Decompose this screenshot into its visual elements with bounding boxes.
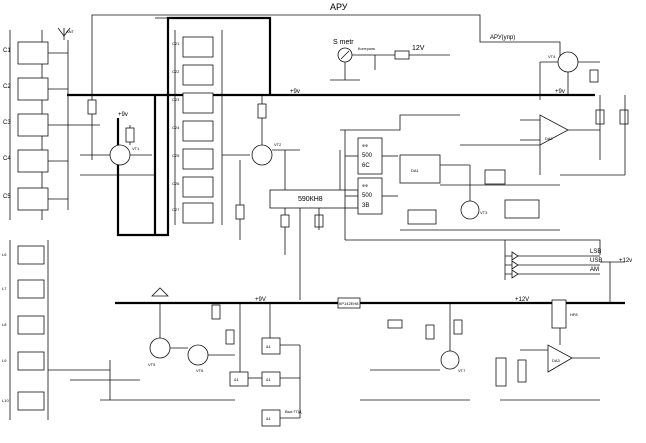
input-stage xyxy=(68,90,155,176)
ic-label-da1: DA1 xyxy=(411,168,420,173)
cap-label-c26: C26 xyxy=(172,181,180,186)
coil-label-l8: L8 xyxy=(2,322,7,327)
cap-label-c22: C22 xyxy=(172,69,180,74)
cap-label-c5: C5 xyxy=(3,194,11,200)
filter-lower-l2: 500 xyxy=(362,193,373,199)
oscillator-coil-bank xyxy=(9,240,110,420)
rail-9v-bottom-label: +9V xyxy=(255,297,266,303)
transistor-label-vt6: VT6 xyxy=(196,368,204,373)
rail-9v-right-label: +9v xyxy=(555,89,565,95)
mode-bus xyxy=(345,239,625,303)
smeter-section xyxy=(330,47,450,81)
mode-label-am: AM xyxy=(590,267,599,273)
agc-transistor xyxy=(539,51,600,100)
coil-label-l9: L9 xyxy=(2,358,7,363)
filter-upper-l3: 6С xyxy=(362,163,370,169)
cap-label-c27: C27 xyxy=(172,207,180,212)
cap-label-c1: C1 xyxy=(3,48,11,54)
coil-label-l7: L7 xyxy=(2,286,7,291)
regulator-label: КР142ЕН8 xyxy=(339,301,359,306)
rail-9v-left-label: +9v xyxy=(118,112,128,118)
agc-title-label: АРУ xyxy=(330,2,348,12)
transistor-label-vt7: VT7 xyxy=(458,368,466,373)
hf-label: HF8 xyxy=(570,312,578,317)
rail-9v-top-label: +9v xyxy=(290,89,300,95)
left-filter-bank xyxy=(9,30,69,220)
cap-label-c21: C21 xyxy=(172,41,180,46)
supply-12v-right-label: +12v xyxy=(619,258,632,264)
local-oscillator xyxy=(70,287,235,401)
gate-label-1: &1 xyxy=(266,344,272,349)
transistor-label-vt2: VT2 xyxy=(274,142,282,147)
agc-control-label: АРУ(упр) xyxy=(490,35,515,41)
transistor-label-vt1: VT1 xyxy=(132,146,140,151)
cap-label-c3: C3 xyxy=(3,120,11,126)
gate-label-4: &1 xyxy=(266,416,272,421)
middle-filter-bank xyxy=(174,30,223,225)
ic-label-da3: DA3 xyxy=(552,358,561,363)
agc-opamp xyxy=(520,95,629,176)
transistor-label-vt3: VT3 xyxy=(480,210,488,215)
gate-label-2: &1 xyxy=(266,377,272,382)
coil-label-l10: L10 xyxy=(2,398,9,403)
logic-gates xyxy=(229,303,301,427)
cap-label-c23: C23 xyxy=(172,97,180,102)
filter-upper-l1: ФФ xyxy=(362,143,368,148)
crystal-filters xyxy=(340,114,460,240)
antenna-label: ANT xyxy=(66,29,75,34)
mode-label-usb: USB xyxy=(590,258,602,264)
if-amplifier xyxy=(399,144,560,231)
filter-lower-l3: 3В xyxy=(362,203,369,209)
coil-label-l6: L6 xyxy=(2,252,7,257)
cap-label-c4: C4 xyxy=(3,156,11,162)
filter-upper-l2: 500 xyxy=(362,153,373,159)
transistor-label-vt5: VT5 xyxy=(148,362,156,367)
mode-label-lsb: LSB xyxy=(590,249,601,255)
filter-lower-l1: ФФ xyxy=(362,183,368,188)
ic-label-da2: DA2 xyxy=(545,136,554,141)
top-agc-bus xyxy=(91,14,561,90)
mode-switch-diodes xyxy=(504,240,519,280)
mixer-stage xyxy=(222,95,359,300)
ssb-out-label: Вых ГПД xyxy=(285,409,302,414)
transistor-label-vt4: VT4 xyxy=(548,54,556,59)
supply-12v-top-label: 12V xyxy=(412,45,425,52)
smeter-label: S metr xyxy=(333,39,354,46)
antenna-symbol xyxy=(57,27,71,40)
gate-label-3: &1 xyxy=(234,377,240,382)
audio-section xyxy=(360,299,600,401)
cap-label-c25: C25 xyxy=(172,153,180,158)
cap-label-c2: C2 xyxy=(3,84,11,90)
control-label: Контроль xyxy=(358,46,375,51)
rail-12v-label: +12V xyxy=(515,297,529,303)
ic-main-label: 590КН8 xyxy=(298,196,323,203)
cap-label-c24: C24 xyxy=(172,125,180,130)
voltage-regulator xyxy=(337,297,361,309)
inner-box-frame xyxy=(116,16,272,237)
